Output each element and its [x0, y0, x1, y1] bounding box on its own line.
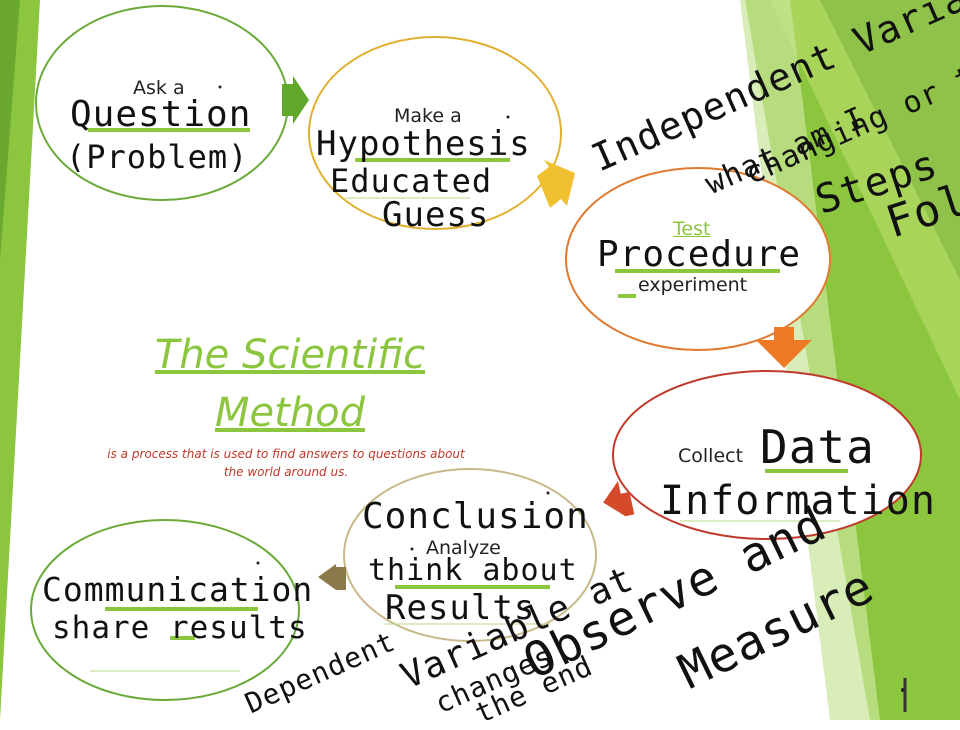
arrow-green — [282, 76, 309, 124]
oval-data — [612, 370, 922, 540]
step-5-word-3: Results — [385, 588, 536, 628]
step-2-word-1: Hypothesis — [316, 124, 531, 164]
step-5-prefix: Analyze — [426, 537, 501, 559]
step-3-prefix: Test — [673, 218, 711, 240]
ink-dot — [218, 85, 222, 89]
right-stripe — [740, 0, 880, 720]
right-panel-light — [770, 0, 960, 400]
arrow-orange — [756, 327, 812, 368]
ink-dot — [256, 561, 260, 565]
step-6-word-1: Communication — [42, 570, 314, 609]
step-6-word-2: share results — [52, 610, 308, 646]
left-wedge — [0, 0, 40, 720]
arrow-red — [603, 480, 635, 517]
oval-procedure — [565, 167, 831, 351]
step-2-word-3: Guess — [382, 195, 490, 235]
step-1-word-1: Question — [70, 94, 252, 135]
step-1-prefix: Ask a — [133, 77, 185, 99]
oval-conclusion — [343, 468, 597, 642]
step-3-suffix: experiment — [638, 274, 748, 296]
ink-dot — [546, 491, 550, 495]
step-4-word-2: Information — [660, 478, 936, 524]
step-4-word-1: Data — [760, 420, 875, 474]
oval-hypothesis — [308, 36, 562, 230]
step-2-prefix: Make a — [394, 105, 462, 127]
step-4-prefix: Collect — [678, 445, 744, 467]
ink-dot — [410, 547, 414, 551]
ink-dot — [506, 115, 510, 119]
arrow-olive — [318, 564, 346, 590]
arrow-gold — [537, 160, 575, 208]
right-shade — [820, 0, 960, 280]
left-wedge-dark — [0, 0, 20, 260]
step-2-word-2: Educated — [330, 162, 493, 200]
page-title: The Scientific Method — [154, 332, 426, 436]
page-subtitle: is a process that is used to find answer… — [107, 447, 465, 479]
step-3-word-1: Procedure — [597, 234, 802, 275]
step-1-word-2: (Problem) — [66, 138, 249, 176]
step-5-word-1: Conclusion — [362, 496, 589, 537]
step-5-word-2: think about — [368, 553, 578, 588]
